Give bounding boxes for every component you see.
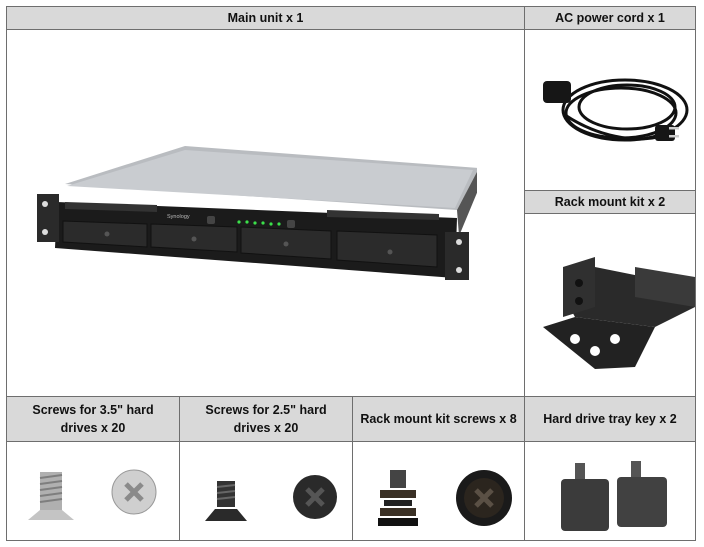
- header-rack-screws: Rack mount kit screws x 8: [353, 397, 524, 441]
- divider: [179, 397, 180, 540]
- divider: [524, 397, 525, 540]
- divider: [524, 7, 525, 397]
- divider: [7, 29, 695, 30]
- divider: [525, 213, 695, 214]
- screws-25-label-line1: Screws for 2.5" hard: [205, 403, 327, 417]
- power-cord-image: [535, 55, 695, 165]
- header-power-cord: AC power cord x 1: [525, 7, 695, 29]
- screws-35-label-line1: Screws for 3.5" hard: [32, 403, 154, 417]
- rack-kit-label: Rack mount kit x 2: [554, 195, 666, 209]
- divider: [7, 396, 695, 397]
- package-contents-table: Main unit x 1 AC power cord x 1 Rack mou…: [6, 6, 696, 541]
- divider: [352, 397, 353, 540]
- divider: [525, 190, 695, 191]
- screws-35-image: [22, 462, 172, 532]
- rack-kit-image: [535, 247, 695, 377]
- header-rack-kit: Rack mount kit x 2: [525, 191, 695, 213]
- header-main-unit: Main unit x 1: [7, 7, 524, 29]
- header-screws-35: Screws for 3.5" hard drives x 20: [7, 397, 179, 441]
- main-unit-label: Main unit x 1: [227, 11, 304, 25]
- header-screws-25: Screws for 2.5" hard drives x 20: [180, 397, 352, 441]
- tray-key-image: [547, 459, 687, 534]
- screws-25-label-line2: drives x 20: [233, 421, 299, 435]
- power-cord-label: AC power cord x 1: [555, 11, 665, 25]
- screws-25-image: [197, 467, 347, 527]
- synology-logo: Synology: [167, 214, 190, 220]
- rack-screws-label: Rack mount kit screws x 8: [360, 412, 517, 426]
- divider: [7, 441, 695, 442]
- screws-35-label-line2: drives x 20: [60, 421, 126, 435]
- rack-screws-image: [372, 462, 522, 537]
- header-tray-key: Hard drive tray key x 2: [525, 397, 695, 441]
- main-unit-image: Synology: [27, 132, 477, 282]
- tray-key-label: Hard drive tray key x 2: [543, 412, 677, 426]
